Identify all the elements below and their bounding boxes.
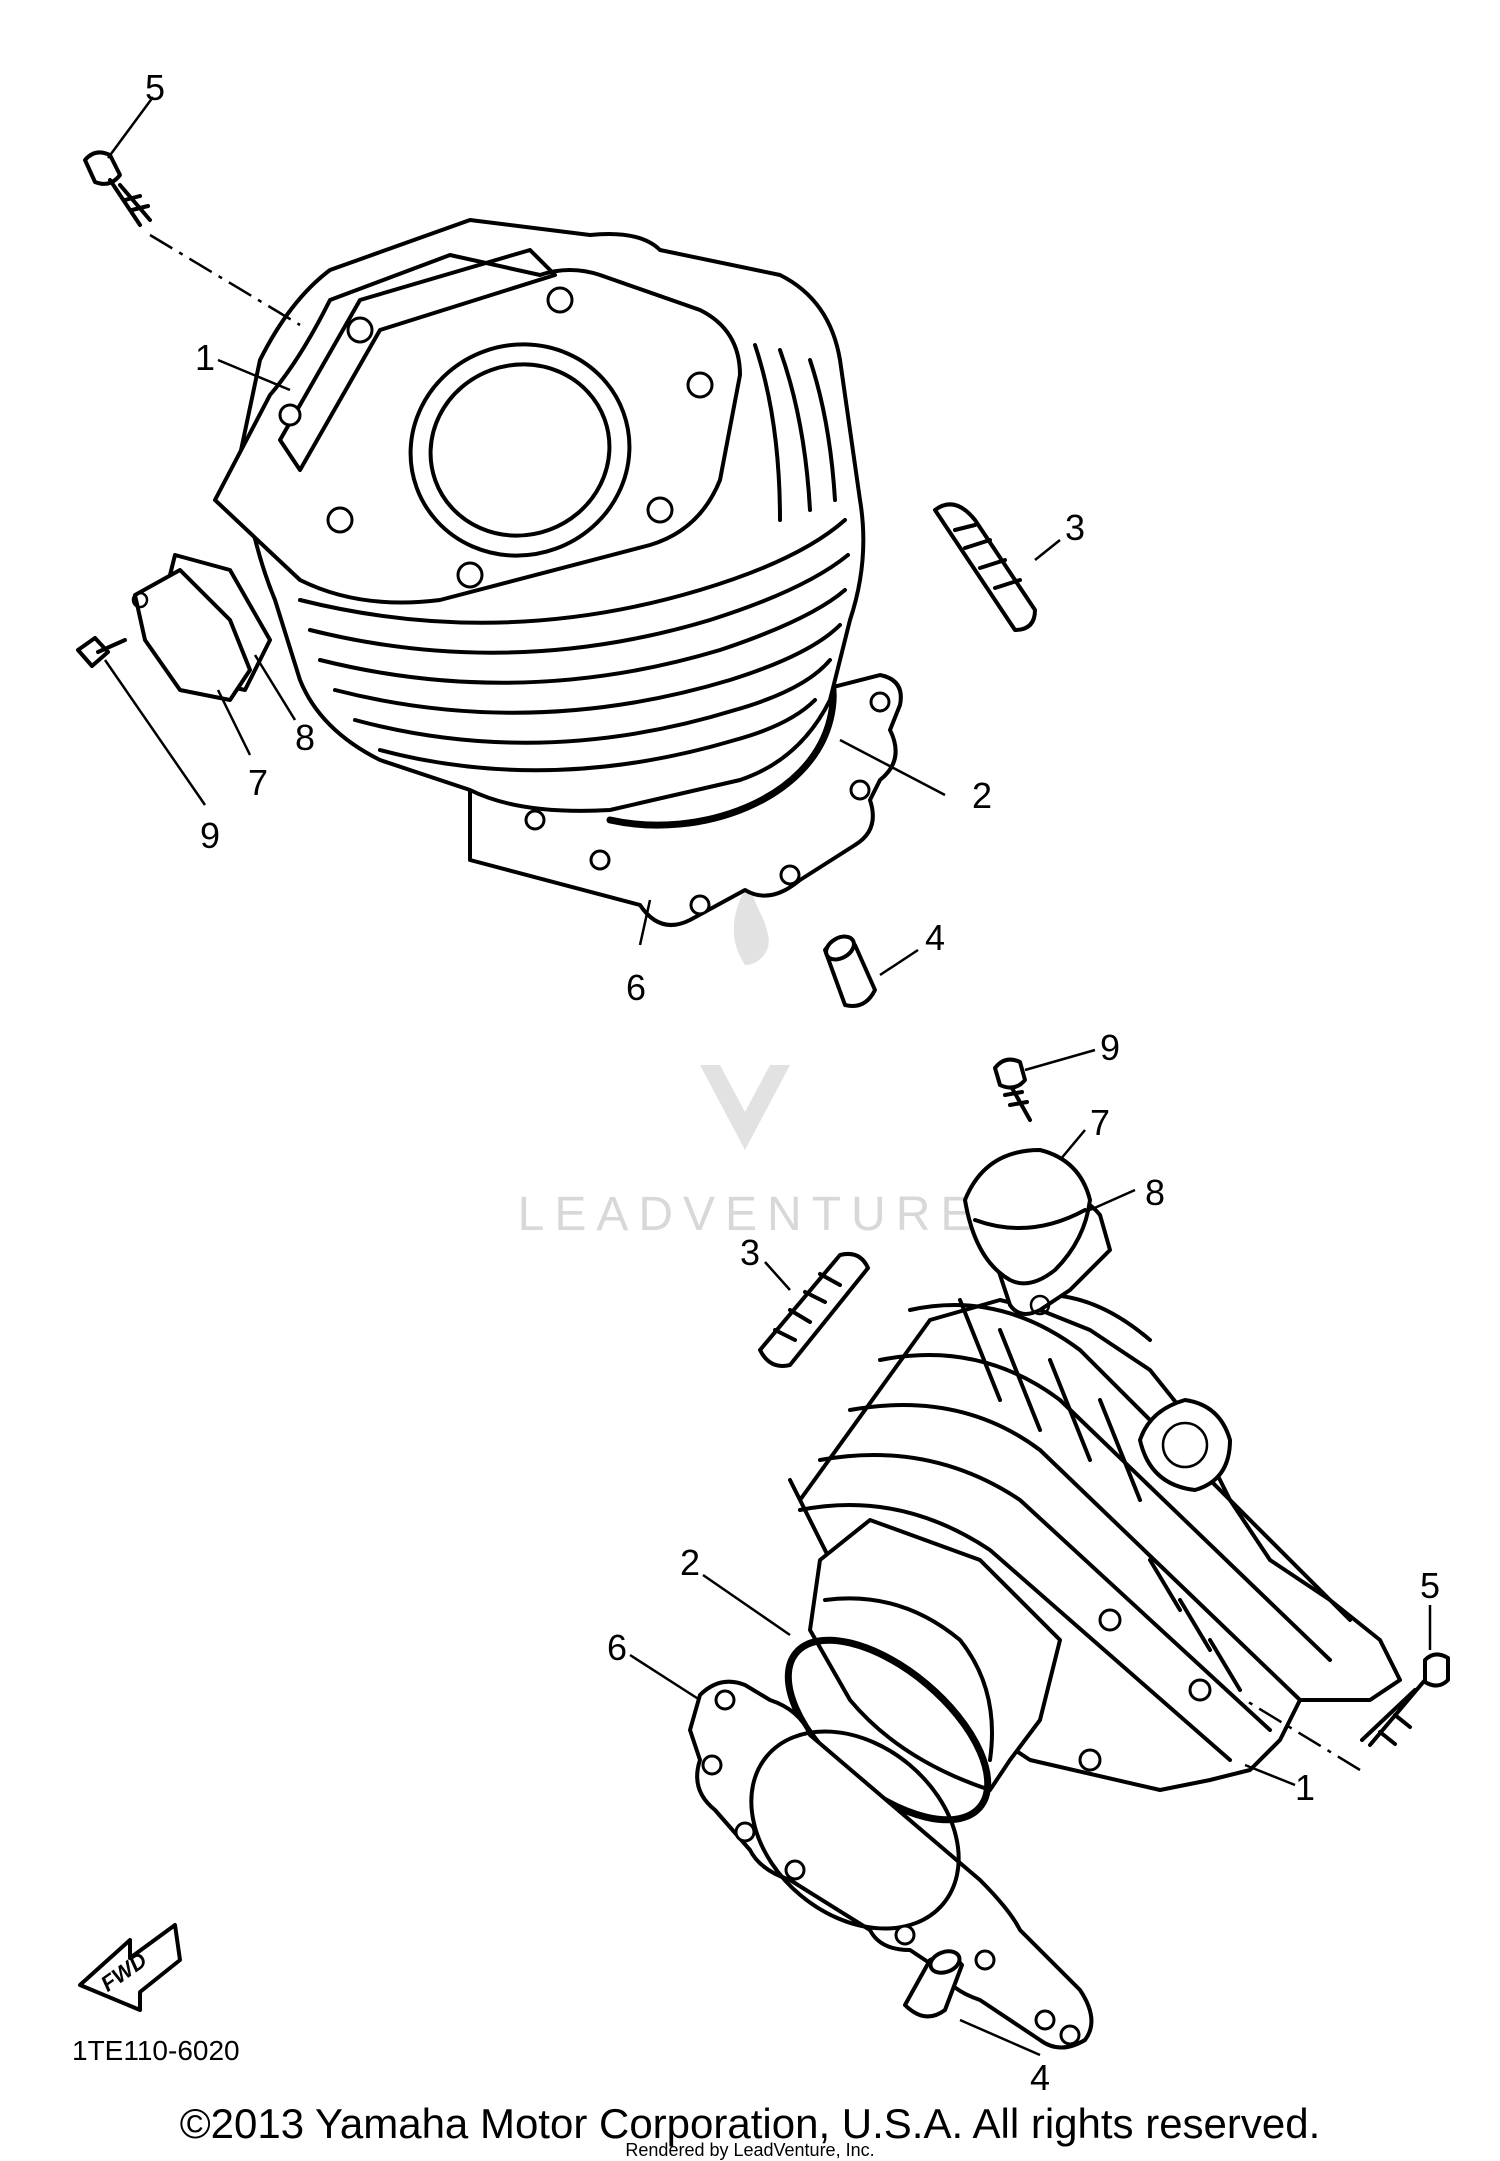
- forward-direction-arrow: FWD: [78, 1923, 182, 2012]
- callout-4-upper: 4: [925, 917, 945, 958]
- callout-4-lower: 4: [1030, 2057, 1050, 2098]
- cylinder-cooling-fins-lower: [798, 1293, 1352, 1762]
- lower-cylinder-assembly: 9 7 8 3 2 6 5 1 4: [607, 1027, 1450, 2098]
- callout-8-lower: 8: [1145, 1172, 1165, 1213]
- cylinder-bore-inner: [428, 362, 612, 538]
- callout-8-upper: 8: [295, 717, 315, 758]
- upper-leader-lines: [103, 96, 1061, 977]
- copyright-notice: ©2013 Yamaha Motor Corporation, U.S.A. A…: [179, 2100, 1321, 2147]
- cylinder-bolt-upper: [83, 150, 152, 227]
- side-cover: [133, 568, 252, 702]
- side-cover-lower: [963, 1148, 1092, 1286]
- diagram-code: 1TE110-6020: [72, 2035, 240, 2066]
- callout-5-lower: 5: [1420, 1565, 1440, 1606]
- callout-6-upper: 6: [626, 967, 646, 1008]
- callout-3-lower: 3: [740, 1232, 760, 1273]
- dowel-pin-upper: [933, 502, 1037, 632]
- cylinder-cooling-fins: [298, 343, 850, 773]
- dowel-pin-lower: [758, 1251, 870, 1368]
- bolt-alignment-line-upper: [149, 233, 301, 327]
- callout-2-lower: 2: [680, 1542, 700, 1583]
- callout-7-upper: 7: [248, 762, 268, 803]
- callout-2-upper: 2: [972, 775, 992, 816]
- callout-9-lower: 9: [1100, 1027, 1120, 1068]
- deck-bolt-holes: [278, 286, 714, 589]
- cylinder-spigot: [808, 1518, 1062, 1792]
- cylinder-bolt-lower: [1360, 1652, 1450, 1747]
- callout-5-upper: 5: [145, 67, 165, 108]
- watermark-text: LEADVENTURE: [518, 1188, 983, 1241]
- rendered-by-credit: Rendered by LeadVenture, Inc.: [625, 2140, 875, 2160]
- leadventure-watermark: LEADVENTURE: [518, 880, 983, 1241]
- cam-chain-boss-lower: [1138, 1398, 1232, 1492]
- dowel-upper: [823, 934, 877, 1008]
- gasket-bore-lower: [749, 1729, 961, 1931]
- callout-7-lower: 7: [1090, 1102, 1110, 1143]
- callout-1-lower: 1: [1295, 1767, 1315, 1808]
- upper-cylinder-assembly: 5 1 3 8 7 9 2 6 4: [76, 67, 1085, 1008]
- callout-6-lower: 6: [607, 1627, 627, 1668]
- callout-9-upper: 9: [200, 815, 220, 856]
- side-cover-bolt-lower: [993, 1057, 1032, 1122]
- cam-chain-tunnel: [278, 248, 557, 472]
- cylinder-bore: [408, 342, 632, 558]
- side-cover-bolt: [76, 636, 127, 668]
- gasket-holes-lower: [701, 1689, 1081, 2046]
- callout-3-upper: 3: [1065, 507, 1085, 548]
- lower-leader-lines: [629, 1048, 1432, 2057]
- dowel-lower: [903, 1949, 964, 2019]
- callout-1-upper: 1: [195, 337, 215, 378]
- base-bolt-holes-lower: [1078, 1608, 1212, 1772]
- bolt-alignment-line-lower: [1244, 1698, 1361, 1772]
